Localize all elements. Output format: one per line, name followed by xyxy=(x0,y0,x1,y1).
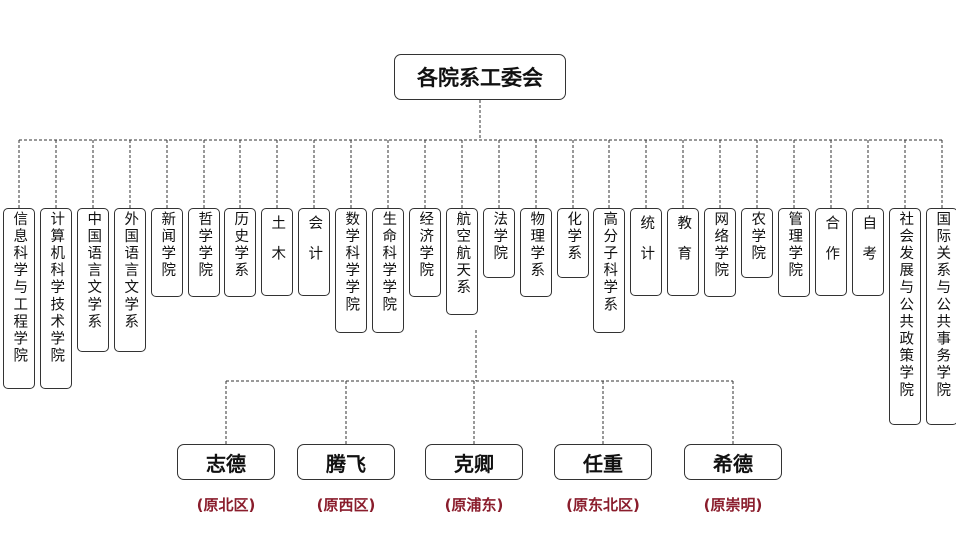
department-label: 国际关系与公共事务学院 xyxy=(934,211,951,400)
department-label: 教育 xyxy=(675,215,692,276)
department-label: 高分子科学系 xyxy=(601,211,618,314)
department-label: 合作 xyxy=(823,215,840,276)
department-label: 中国语言文学系 xyxy=(85,211,102,331)
department-label: 数学科学学院 xyxy=(343,211,360,314)
college-label: 腾飞 xyxy=(326,451,366,476)
department-label: 信息科学与工程学院 xyxy=(11,211,28,365)
department-box: 管理学院 xyxy=(778,208,810,297)
root-node: 各院系工委会 xyxy=(394,54,566,100)
department-box: 生命科学学院 xyxy=(372,208,404,333)
department-box: 历史学系 xyxy=(224,208,256,297)
college-box: 希德 xyxy=(684,444,782,480)
campus-caption: (原崇明) xyxy=(703,496,763,514)
department-label: 化学系 xyxy=(565,211,582,263)
department-label: 外国语言文学系 xyxy=(122,211,139,331)
department-box: 国际关系与公共事务学院 xyxy=(926,208,956,425)
department-label: 物理学系 xyxy=(528,211,545,280)
department-label: 经济学院 xyxy=(417,211,434,280)
department-label: 社会发展与公共政策学院 xyxy=(897,211,914,400)
department-box: 网络学院 xyxy=(704,208,736,297)
department-box: 统计 xyxy=(630,208,662,296)
department-box: 物理学系 xyxy=(520,208,552,297)
department-box: 法学院 xyxy=(483,208,515,278)
college-label: 任重 xyxy=(583,451,623,476)
college-box: 任重 xyxy=(554,444,652,480)
campus-caption: (原东北区) xyxy=(566,496,640,514)
college-box: 腾飞 xyxy=(297,444,395,480)
department-box: 土木 xyxy=(261,208,293,296)
department-box: 新闻学院 xyxy=(151,208,183,297)
department-label: 法学院 xyxy=(491,211,508,263)
department-box: 经济学院 xyxy=(409,208,441,297)
department-label: 自考 xyxy=(860,215,877,276)
department-box: 数学科学学院 xyxy=(335,208,367,333)
department-label: 新闻学院 xyxy=(159,211,176,280)
department-box: 信息科学与工程学院 xyxy=(3,208,35,389)
department-label: 生命科学学院 xyxy=(380,211,397,314)
department-label: 网络学院 xyxy=(712,211,729,280)
department-label: 航空航天系 xyxy=(454,211,471,297)
department-box: 合作 xyxy=(815,208,847,296)
department-box: 哲学学院 xyxy=(188,208,220,297)
department-label: 土木 xyxy=(269,215,286,276)
department-box: 化学系 xyxy=(557,208,589,278)
college-label: 希德 xyxy=(713,451,753,476)
department-box: 外国语言文学系 xyxy=(114,208,146,352)
department-label: 农学院 xyxy=(749,211,766,263)
department-box: 社会发展与公共政策学院 xyxy=(889,208,921,425)
campus-caption: (原北区) xyxy=(196,496,256,514)
college-box: 志德 xyxy=(177,444,275,480)
college-label: 志德 xyxy=(206,451,246,476)
college-label: 克卿 xyxy=(454,451,494,476)
department-box: 航空航天系 xyxy=(446,208,478,315)
department-label: 管理学院 xyxy=(786,211,803,280)
department-box: 教育 xyxy=(667,208,699,296)
campus-caption: (原西区) xyxy=(316,496,376,514)
department-box: 农学院 xyxy=(741,208,773,278)
department-label: 会计 xyxy=(306,215,323,276)
department-box: 高分子科学系 xyxy=(593,208,625,333)
department-box: 自考 xyxy=(852,208,884,296)
department-label: 历史学系 xyxy=(232,211,249,280)
department-box: 计算机科学技术学院 xyxy=(40,208,72,389)
root-label: 各院系工委会 xyxy=(417,66,543,90)
department-label: 计算机科学技术学院 xyxy=(48,211,65,365)
college-box: 克卿 xyxy=(425,444,523,480)
department-label: 哲学学院 xyxy=(196,211,213,280)
department-box: 会计 xyxy=(298,208,330,296)
campus-caption: (原浦东) xyxy=(444,496,504,514)
department-box: 中国语言文学系 xyxy=(77,208,109,352)
department-label: 统计 xyxy=(638,215,655,276)
